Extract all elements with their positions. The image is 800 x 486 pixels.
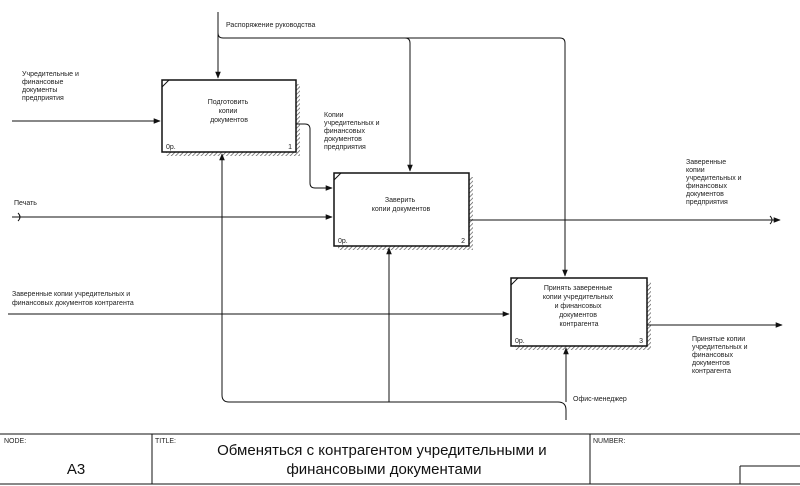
- activity-box-2[interactable]: Заверить копии документов 0р. 2: [333, 172, 473, 250]
- activity-box-2-cost: 0р.: [338, 238, 348, 245]
- activity-box-1-frame: [161, 79, 297, 153]
- certified-copies-label-line-5: документов: [686, 191, 724, 198]
- activity-box-2-corner-mark: [333, 172, 342, 181]
- office-manager-label: Офис-менеджер: [573, 396, 627, 403]
- activity-box-3-cost: 0р.: [515, 338, 525, 345]
- activity-box-3[interactable]: Принять заверенные копии учредительных и…: [510, 277, 651, 350]
- certified-copies-label-line-3: учредительных и: [686, 175, 742, 182]
- activity-box-1-label: Подготовить копии документов: [208, 99, 250, 124]
- footer-node-value: A3: [67, 461, 85, 478]
- activity-box-1-label-line-1: Подготовить: [208, 99, 249, 106]
- certified-copies-label-line-4: финансовых: [686, 183, 728, 190]
- copies-label-line-1: Копии: [324, 112, 344, 119]
- arrow-founding-docs[interactable]: Учредительные и финансовые документы пре…: [12, 71, 161, 124]
- activity-box-1-number: 1: [288, 144, 292, 151]
- activity-box-2-frame: [333, 172, 470, 247]
- certified-copies-label-line-2: копии: [686, 167, 705, 174]
- copies-label-line-5: предприятия: [324, 144, 366, 151]
- activity-box-3-number: 3: [639, 338, 643, 345]
- stamp-tunnel-mark: [17, 212, 21, 222]
- arrow-copies[interactable]: Копии учредительных и финансовых докумен…: [296, 112, 382, 191]
- arrow-management-order[interactable]: Распоряжение руководства: [215, 12, 568, 277]
- copies-label-line-4: документов: [324, 136, 362, 143]
- footer-title: Обменяться с контрагентом учредительными…: [217, 442, 551, 478]
- certified-copies-tunnel-mark: [769, 215, 773, 225]
- activity-box-3-label-line-1: Принять заверенные: [544, 285, 612, 292]
- activity-box-3-corner-mark: [510, 277, 519, 286]
- copies-line: [296, 123, 333, 191]
- accepted-copies-label-line-4: документов: [692, 360, 730, 367]
- activity-box-2-label-line-2: копии документов: [372, 206, 431, 213]
- activity-box-3-label-line-4: документов: [559, 312, 597, 319]
- accepted-copies-label-line-3: финансовых: [692, 352, 734, 359]
- arrow-stamp[interactable]: Печать: [12, 200, 333, 222]
- activity-box-2-number: 2: [461, 238, 465, 245]
- footer-number-label: NUMBER:: [593, 438, 625, 445]
- founding-docs-label: Учредительные и финансовые документы пре…: [22, 71, 81, 102]
- accepted-copies-label-line-1: Принятые копии: [692, 336, 745, 343]
- diagram-footer: NODE: A3 TITLE: Обменяться с контрагенто…: [0, 433, 800, 485]
- founding-docs-label-line-4: предприятия: [22, 95, 64, 102]
- accepted-copies-label: Принятые копии учредительных и финансовы…: [692, 336, 750, 375]
- certified-copies-label-line-6: предприятия: [686, 199, 728, 206]
- footer-node-label: NODE:: [4, 438, 26, 445]
- management-order-label: Распоряжение руководства: [226, 22, 315, 29]
- activity-box-2-label: Заверить копии документов: [372, 197, 431, 213]
- footer-title-line-1: Обменяться с контрагентом учредительными…: [217, 442, 547, 459]
- stamp-label: Печать: [14, 200, 37, 207]
- accepted-copies-label-line-5: контрагента: [692, 368, 731, 375]
- counterparty-certified-label-line-2: финансовых документов контрагента: [12, 300, 134, 307]
- activity-box-1-label-line-2: копии: [219, 108, 238, 115]
- activity-box-3-label: Принять заверенные копии учредительных и…: [543, 285, 615, 328]
- activity-box-1-label-line-3: документов: [210, 117, 248, 124]
- arrow-accepted-copies[interactable]: Принятые копии учредительных и финансовы…: [647, 322, 783, 375]
- activity-box-3-label-line-2: копии учредительных: [543, 294, 614, 301]
- founding-docs-label-line-2: финансовые: [22, 79, 64, 86]
- copies-label: Копии учредительных и финансовых докумен…: [324, 112, 382, 151]
- accepted-copies-label-line-2: учредительных и: [692, 344, 748, 351]
- activity-box-1[interactable]: Подготовить копии документов 0р. 1: [161, 79, 300, 156]
- activity-box-2-label-line-1: Заверить: [385, 197, 416, 204]
- certified-copies-label-line-1: Заверенные: [686, 159, 726, 166]
- footer-title-line-2: финансовыми документами: [286, 461, 481, 478]
- activity-box-1-corner-mark: [161, 79, 170, 88]
- copies-label-line-3: финансовых: [324, 128, 366, 135]
- management-order-branch-to-3: [405, 37, 568, 277]
- activity-box-1-cost: 0р.: [166, 144, 176, 151]
- counterparty-certified-label: Заверенные копии учредительных и финансо…: [12, 291, 134, 307]
- activity-box-3-frame: [510, 277, 648, 347]
- certified-copies-label: Заверенные копии учредительных и финансо…: [686, 159, 744, 206]
- activity-box-3-label-line-3: и финансовых: [555, 303, 602, 310]
- arrow-office-manager[interactable]: Офис-менеджер: [219, 153, 627, 420]
- arrow-counterparty-certified[interactable]: Заверенные копии учредительных и финансо…: [8, 291, 510, 317]
- activity-box-3-label-line-5: контрагента: [559, 321, 598, 328]
- counterparty-certified-label-line-1: Заверенные копии учредительных и: [12, 291, 130, 298]
- copies-label-line-2: учредительных и: [324, 120, 380, 127]
- founding-docs-label-line-1: Учредительные и: [22, 71, 79, 78]
- office-manager-line-to-1: [219, 153, 567, 420]
- arrow-certified-copies[interactable]: Заверенные копии учредительных и финансо…: [469, 159, 781, 225]
- founding-docs-label-line-3: документы: [22, 87, 57, 94]
- footer-title-label: TITLE:: [155, 438, 176, 445]
